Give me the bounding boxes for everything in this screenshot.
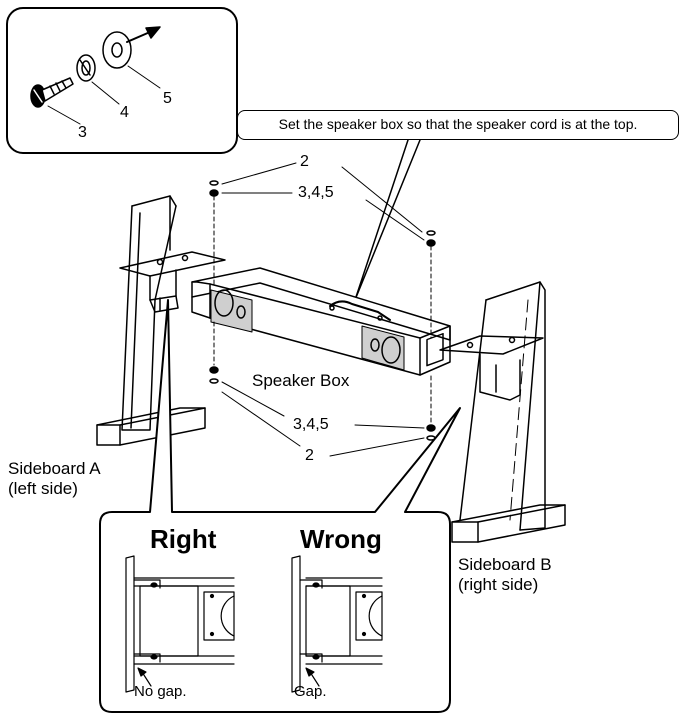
part-label-3: 3 [78, 124, 87, 141]
spring-washer-icon [76, 54, 96, 82]
part-label-4: 4 [120, 104, 129, 121]
wrong-caption: Gap. [294, 683, 327, 700]
speaker-box [191, 267, 451, 376]
wrong-heading: Wrong [300, 524, 382, 554]
speaker-grille-left [210, 289, 253, 333]
flat-washer-icon [102, 31, 132, 69]
detail-panel [99, 299, 461, 713]
sideboard-b [439, 281, 566, 543]
sideboard-a [96, 195, 226, 446]
instruction-note: Set the speaker box so that the speaker … [237, 110, 679, 140]
right-caption: No gap. [134, 683, 187, 700]
washer-label-top: 2 [300, 153, 309, 170]
right-joint-sketch [125, 555, 235, 693]
speaker-box-label: Speaker Box [252, 371, 350, 390]
screws-top [209, 180, 436, 339]
screw-icon [30, 77, 74, 108]
screw-label-top: 3,4,5 [298, 184, 334, 201]
right-heading: Right [150, 524, 217, 554]
callout-pointer [354, 139, 421, 301]
sideboard-b-label: Sideboard B [458, 555, 552, 574]
sideboard-a-sublabel: (left side) [8, 479, 78, 498]
washer-label-bottom: 2 [305, 447, 314, 464]
speaker-grille-right [361, 325, 405, 371]
direction-arrow-icon [126, 26, 161, 43]
leader-lines [221, 162, 425, 457]
hardware-inset [6, 7, 238, 154]
part-label-5: 5 [163, 90, 172, 107]
screw-label-bottom: 3,4,5 [293, 416, 329, 433]
wrong-joint-sketch [291, 555, 383, 693]
sideboard-a-label: Sideboard A [8, 459, 101, 478]
sideboard-b-sublabel: (right side) [458, 575, 539, 594]
